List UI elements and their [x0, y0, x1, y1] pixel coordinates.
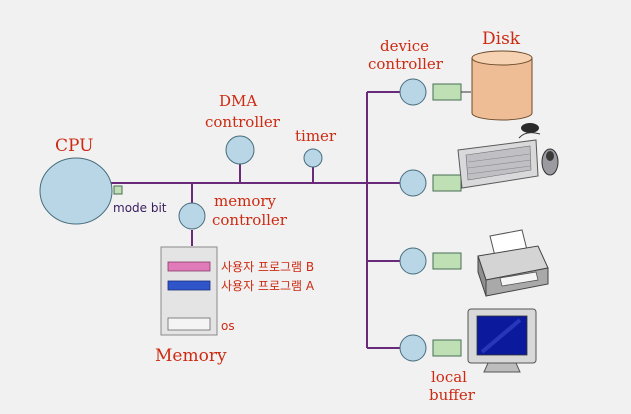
program-b-label: 사용자 프로그램 B — [221, 260, 314, 274]
os-block — [167, 317, 211, 331]
cpu-node — [39, 157, 113, 225]
memory-controller-node — [178, 202, 206, 230]
mode-bit-indicator — [113, 185, 123, 195]
keyboard-buffer — [432, 174, 462, 192]
program-a-label: 사용자 프로그램 A — [221, 279, 315, 293]
timer-label: timer — [295, 127, 337, 145]
disk-buffer — [432, 83, 462, 101]
memctrl-label-line1: memory — [214, 192, 277, 210]
printer-buffer — [432, 252, 462, 270]
bus-wires — [110, 91, 400, 349]
printer-icon — [477, 229, 549, 297]
disk-controller-node — [399, 78, 427, 106]
timer-node — [303, 148, 323, 168]
monitor-buffer — [432, 339, 462, 357]
dma-controller-node — [225, 135, 255, 165]
memory-label: Memory — [155, 346, 227, 366]
keyboard-controller-node — [399, 169, 427, 197]
monitor-controller-node — [399, 334, 427, 362]
devctrl-label-line1: device — [380, 37, 429, 55]
dma-label-line1: DMA — [219, 92, 257, 110]
program-a-block — [167, 280, 211, 291]
disk-icon — [471, 50, 533, 121]
memctrl-label-line2: controller — [212, 211, 288, 229]
mode-bit-label: mode bit — [113, 201, 167, 215]
local-buffer-label-line2: buffer — [429, 386, 476, 404]
os-label: os — [221, 319, 235, 333]
printer-controller-node — [399, 247, 427, 275]
program-b-block — [167, 261, 211, 272]
keyboard-mouse-icon — [457, 123, 559, 189]
cpu-label: CPU — [55, 136, 93, 156]
dma-label-line2: controller — [205, 113, 281, 131]
local-buffer-label-line1: local — [431, 368, 467, 386]
disk-label: Disk — [482, 29, 521, 49]
monitor-icon — [467, 308, 537, 373]
devctrl-label-line2: controller — [368, 55, 444, 73]
